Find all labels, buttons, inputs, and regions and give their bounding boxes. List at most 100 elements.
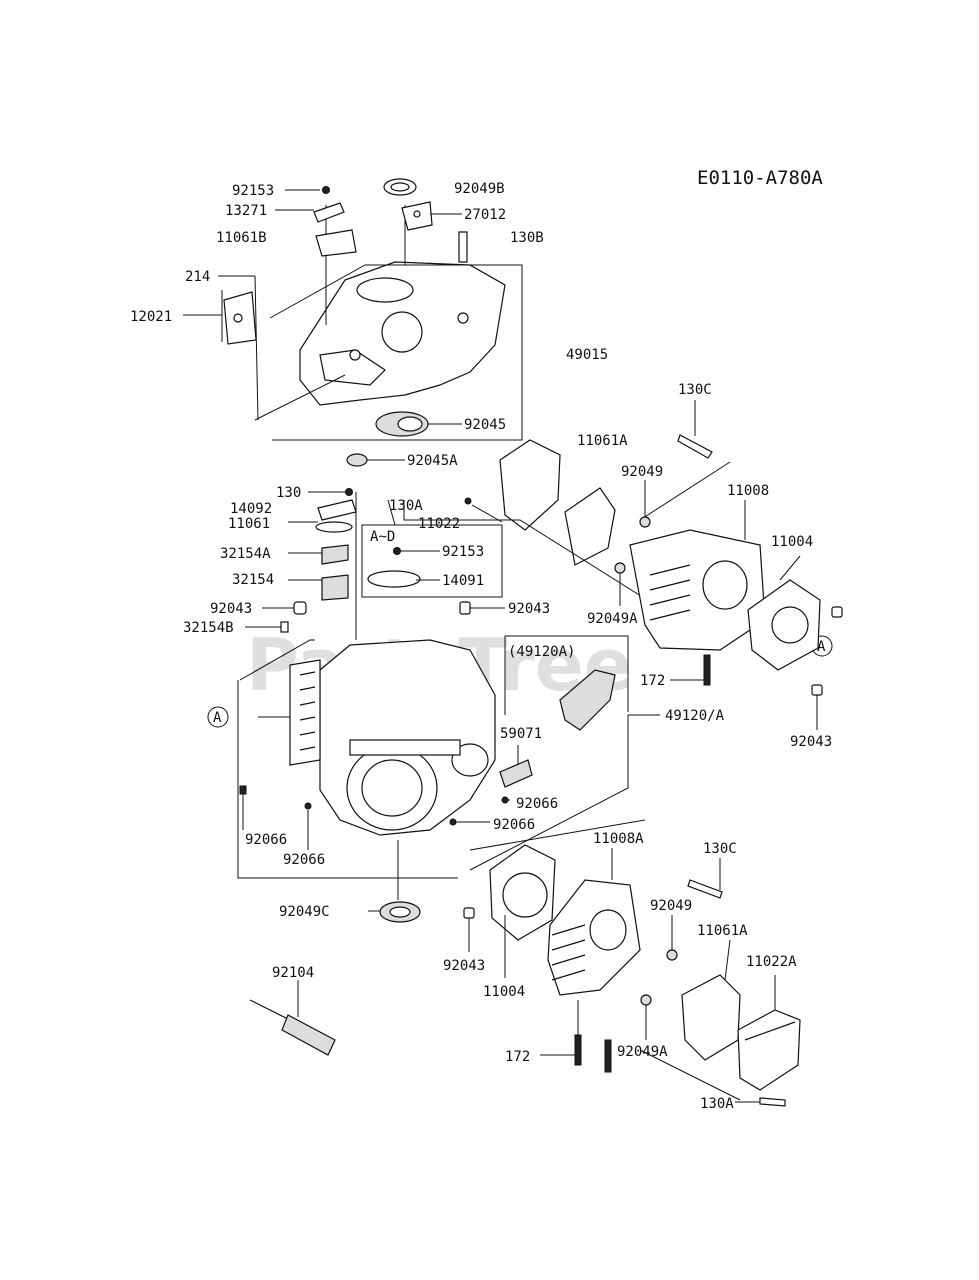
label-92043-left: 92043	[210, 601, 252, 617]
crankcase[interactable]	[289, 639, 496, 836]
plug-92066-2[interactable]	[449, 818, 457, 826]
nut-92049a-top[interactable]	[614, 562, 626, 574]
bolt-92153-box[interactable]	[393, 547, 401, 555]
dowel-92043-right-b[interactable]	[811, 684, 823, 696]
label-11008: 11008	[727, 483, 769, 499]
bearing-92045[interactable]	[375, 411, 429, 437]
gasket-11061b[interactable]	[315, 229, 357, 257]
rocker-cover-11022[interactable]	[499, 439, 561, 531]
oil-seal-92049b[interactable]	[383, 178, 417, 196]
label-130: 130	[276, 485, 301, 501]
cylinder-head-11008a[interactable]	[547, 879, 641, 996]
spring-59071[interactable]	[499, 759, 533, 788]
label-13271: 13271	[225, 203, 267, 219]
bolt-130b[interactable]	[458, 231, 468, 263]
label-92049-top: 92049	[621, 464, 663, 480]
plug-92066-4[interactable]	[304, 802, 312, 810]
plug-92043-center[interactable]	[459, 601, 471, 615]
label-130a-bot: 130A	[700, 1096, 734, 1112]
label-a-d: A~D	[370, 529, 395, 545]
stud-172-bot-a[interactable]	[574, 1034, 582, 1066]
label-92066-a: 92066	[516, 796, 558, 812]
label-32154a: 32154A	[220, 546, 271, 562]
cylinder-head-11008[interactable]	[629, 529, 766, 651]
label-32154b: 32154B	[183, 620, 234, 636]
label-32154: 32154	[232, 572, 274, 588]
breather-32154a[interactable]	[321, 544, 349, 565]
label-130b: 130B	[510, 230, 544, 246]
label-11004-bot: 11004	[483, 984, 525, 1000]
crankcase-cover[interactable]	[299, 261, 506, 406]
diagram-code: E0110-A780A	[697, 167, 823, 189]
label-92049a-bot: 92049A	[617, 1044, 668, 1060]
label-11004-top: 11004	[771, 534, 813, 550]
bolt-130a-top[interactable]	[464, 497, 472, 505]
oil-seal-92045a[interactable]	[346, 453, 368, 467]
label-49120: 49120/A	[665, 708, 725, 724]
label-14091: 14091	[442, 573, 484, 589]
label-92104: 92104	[272, 965, 314, 981]
plate-13271[interactable]	[313, 202, 345, 223]
label-130c-bot: 130C	[703, 841, 737, 857]
bracket-27012[interactable]	[401, 201, 433, 231]
stud-172-top[interactable]	[703, 654, 711, 686]
plug-92066-3[interactable]	[239, 785, 247, 795]
svg-text:A: A	[213, 710, 222, 726]
label-92049a-top: 92049A	[587, 611, 638, 627]
gasket-11004-bot[interactable]	[489, 844, 556, 941]
oil-seal-92049c[interactable]	[379, 901, 421, 923]
label-11061a-top: 11061A	[577, 433, 628, 449]
bolt-130[interactable]	[345, 488, 353, 496]
label-92049b: 92049B	[454, 181, 505, 197]
label-92045: 92045	[464, 417, 506, 433]
nut-92049-top[interactable]	[639, 516, 651, 528]
gasket-11061a-bot[interactable]	[681, 974, 741, 1061]
rocker-cover-11022a[interactable]	[737, 1009, 801, 1091]
plate-14092[interactable]	[317, 499, 357, 521]
breather-32154[interactable]	[321, 574, 349, 601]
label-92043-bot: 92043	[443, 958, 485, 974]
svg-text:A: A	[817, 639, 826, 655]
pin-32154b[interactable]	[280, 621, 289, 633]
bolt-130c-top[interactable]	[677, 434, 713, 459]
label-11061b: 11061B	[216, 230, 267, 246]
gasket-11061a-top[interactable]	[564, 487, 616, 566]
sealant-tube-92104[interactable]	[249, 999, 336, 1056]
stud-172-bot-b[interactable]	[604, 1039, 612, 1073]
label-49015: 49015	[566, 347, 608, 363]
gasket-11004-top[interactable]	[747, 579, 821, 671]
label-92049-bot: 92049	[650, 898, 692, 914]
bolt-92153-top[interactable]	[322, 186, 330, 194]
label-11022: 11022	[418, 516, 460, 532]
dowel-92043-bot[interactable]	[463, 907, 475, 919]
label-92049c: 92049C	[279, 904, 330, 920]
gasket-11061[interactable]	[315, 521, 353, 533]
bolt-130a-bot[interactable]	[759, 1097, 786, 1107]
label-92043-right: 92043	[790, 734, 832, 750]
breather-12021[interactable]	[223, 291, 257, 345]
plug-92066-1[interactable]	[501, 796, 509, 804]
label-130c-top: 130C	[678, 382, 712, 398]
bolt-130c-bot[interactable]	[687, 879, 723, 899]
label-172-bot: 172	[505, 1049, 530, 1065]
label-11061: 11061	[228, 516, 270, 532]
label-59071: 59071	[500, 726, 542, 742]
nut-92049-bot[interactable]	[666, 949, 678, 961]
label-92043-center: 92043	[508, 601, 550, 617]
dowel-92043-right-a[interactable]	[831, 606, 843, 618]
label-11008a: 11008A	[593, 831, 644, 847]
governor-49120a[interactable]	[559, 669, 616, 731]
label-92153-top: 92153	[232, 183, 274, 199]
label-92066-c: 92066	[245, 832, 287, 848]
label-130a-top: 130A	[389, 498, 423, 514]
label-92045a: 92045A	[407, 453, 458, 469]
label-14092: 14092	[230, 501, 272, 517]
plate-14091[interactable]	[367, 570, 421, 588]
ref-mark-left: A	[207, 706, 229, 728]
label-11022a: 11022A	[746, 954, 797, 970]
nut-92049a-bot[interactable]	[640, 994, 652, 1006]
label-49120a-paren: (49120A)	[508, 644, 575, 660]
label-11061a-bot: 11061A	[697, 923, 748, 939]
plug-92043-left[interactable]	[293, 601, 307, 615]
